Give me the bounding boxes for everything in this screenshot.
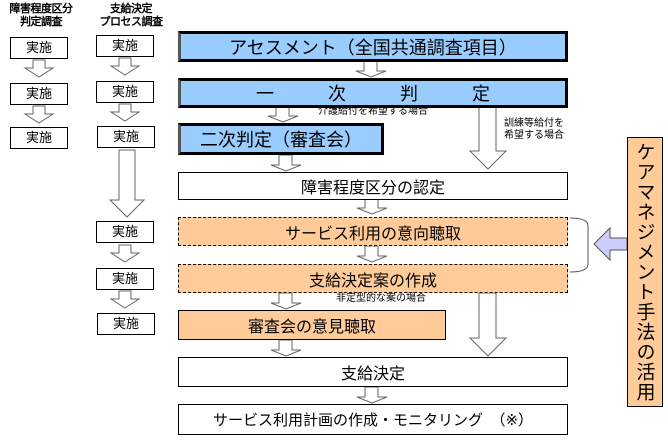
left-header-line2: 判定調査 [20, 15, 63, 28]
note-non-standard: 非定型的な案の場合 [336, 293, 426, 304]
arrow-down-icon [356, 245, 388, 263]
arrow-down-icon [356, 386, 388, 404]
note-training-line2: 希望する場合 [504, 130, 564, 141]
care-management-label-box: ケアマネジメント手法の活用 [627, 137, 663, 407]
arrow-down-icon [270, 339, 302, 357]
council-opinion-box: 審査会の意見聴取 [178, 310, 446, 340]
arrow-down-icon [355, 60, 387, 78]
note-training-benefit: 訓練等給付を 希望する場合 [504, 118, 564, 142]
primary-judgment-box: 一 次 判 定 [178, 78, 568, 108]
middle-done-box-5: 実施 [96, 268, 154, 290]
bracket [569, 217, 589, 273]
arrow-down-icon [109, 57, 141, 76]
middle-column-header: 支給決定 プロセス調査 [92, 2, 170, 28]
middle-header-line1: 支給決定 [110, 2, 153, 15]
decision-label: 支給決定 [340, 364, 405, 383]
middle-done-box-4: 実施 [96, 221, 154, 243]
council-opinion-label: 審査会の意見聴取 [247, 317, 376, 336]
certification-label: 障害程度区分の認定 [300, 178, 445, 197]
intent-hearing-box: サービス利用の意向聴取 [178, 217, 568, 246]
left-column-header: 障害程度区分 判定調査 [2, 2, 80, 28]
middle-header-line2: プロセス調査 [99, 15, 164, 28]
arrow-down-icon [468, 292, 508, 357]
plan-box: サービス利用計画の作成・モニタリング （※） [178, 404, 568, 435]
arrow-left-icon [593, 226, 628, 262]
primary-judgment-label: 一 次 判 定 [256, 84, 490, 105]
certification-box: 障害程度区分の認定 [178, 172, 568, 200]
draft-label: 支給決定案の作成 [308, 270, 437, 290]
middle-done-box-6: 実施 [97, 313, 155, 335]
left-done-box-3: 実施 [10, 127, 68, 149]
arrow-down-icon [468, 105, 508, 170]
decision-box: 支給決定 [178, 357, 568, 387]
arrow-down-icon [356, 197, 388, 215]
note-training-line1: 訓練等給付を [504, 118, 564, 129]
note-care-benefit: 介護給付を希望する場合 [318, 106, 428, 117]
middle-done-box-3: 実施 [97, 126, 155, 148]
draft-box: 支給決定案の作成 [178, 264, 568, 293]
assessment-box: アセスメント（全国共通調査項目） [178, 31, 568, 62]
left-done-box-2: 実施 [10, 83, 68, 105]
arrow-down-icon [109, 290, 141, 309]
middle-done-box-1: 実施 [96, 35, 154, 57]
care-management-label: ケアマネジメント手法の活用 [633, 142, 656, 402]
arrow-down-icon [270, 292, 302, 310]
secondary-judgment-box: 二次判定（審査会） [178, 123, 384, 155]
middle-done-box-2: 実施 [96, 81, 154, 103]
secondary-judgment-label: 二次判定（審査会） [200, 130, 362, 151]
assessment-label: アセスメント（全国共通調査項目） [229, 37, 517, 59]
arrow-down-icon [109, 244, 141, 263]
arrow-down-icon [108, 149, 146, 218]
arrow-down-icon [267, 105, 299, 123]
arrow-down-icon [109, 103, 141, 122]
arrow-down-icon [23, 105, 55, 124]
arrow-down-icon [23, 59, 55, 78]
left-header-line1: 障害程度区分 [9, 2, 74, 15]
arrow-down-icon [270, 154, 302, 172]
plan-label: サービス利用計画の作成・モニタリング （※） [212, 411, 534, 429]
intent-hearing-label: サービス利用の意向聴取 [284, 223, 461, 243]
left-done-box-1: 実施 [10, 37, 68, 59]
